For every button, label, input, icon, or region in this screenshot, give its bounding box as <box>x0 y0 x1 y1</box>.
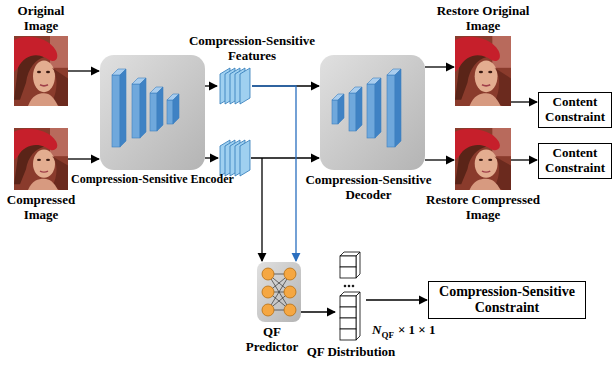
arrow-connector <box>301 311 335 312</box>
image-node: Original Image <box>14 36 68 106</box>
arrow-connector <box>425 66 454 67</box>
predictor-network <box>257 262 301 322</box>
image-node: Restore Compressed Image <box>455 128 511 190</box>
constraint-box: Content Constraint <box>538 92 612 128</box>
compressed-image <box>14 128 68 190</box>
arrow-connector <box>511 159 537 160</box>
original-image <box>14 36 68 106</box>
dimension-part: QF <box>381 330 394 340</box>
image-node: Restore Original Image <box>455 36 511 106</box>
distribution-node: QF Distribution <box>336 250 366 342</box>
distribution-stacks <box>340 252 360 340</box>
dimension-part: × 1 × 1 <box>398 322 436 337</box>
arrow-connector <box>511 101 537 102</box>
node-label: Compressed Image <box>1 193 81 223</box>
arrow-connector <box>68 70 99 71</box>
arrow-connector <box>205 85 217 86</box>
decoder-node: Compression-Sensitive Decoder <box>320 55 425 170</box>
node-label: Restore Compressed Image <box>418 193 548 223</box>
feature-node: Compression-Sensitive Features <box>218 66 252 106</box>
node-label: Compression-Sensitive Features <box>185 34 319 64</box>
arrow-connector <box>252 86 296 261</box>
restored-compressed-image <box>455 128 511 190</box>
feature-stack <box>220 68 250 104</box>
restored-original-image <box>455 36 511 106</box>
feature-stack <box>220 140 250 176</box>
box-text: Content Constraint <box>543 95 607 125</box>
node-label: Compression-Sensitive Decoder <box>299 173 439 203</box>
node-label: QF Predictor <box>241 325 303 355</box>
encoder-node: Compression-Sensitive Encoder <box>100 55 205 170</box>
node-label: QF Distribution <box>296 345 406 360</box>
dimension-part: N <box>372 322 381 337</box>
encoder-block <box>100 55 205 170</box>
dimension-label: NQF × 1 × 1 <box>372 322 435 340</box>
box-text: Compression-Sensitive Constraint <box>433 284 581 316</box>
arrow-connector <box>425 159 454 160</box>
image-node: Compressed Image <box>14 128 68 190</box>
constraint-box: Compression-Sensitive Constraint <box>428 281 586 319</box>
predictor-node: QF Predictor <box>257 262 301 322</box>
node-label: Compression-Sensitive Encoder <box>58 173 248 187</box>
node-label: Original Image <box>5 4 77 34</box>
arrow-connector <box>68 158 99 159</box>
decoder-block <box>320 55 425 170</box>
arrow-connector <box>366 299 427 300</box>
box-text: Content Constraint <box>543 146 607 176</box>
constraint-box: Content Constraint <box>538 143 612 179</box>
node-label: Restore Original Image <box>421 4 545 34</box>
